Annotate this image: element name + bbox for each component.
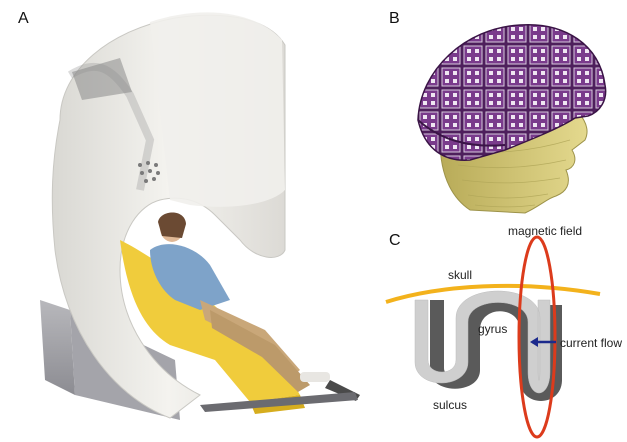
meg-scanner-illustration [40, 12, 360, 420]
gyrus-label: gyrus [478, 322, 507, 336]
sulcus-label: sulcus [433, 398, 467, 412]
skull-label: skull [448, 268, 472, 282]
sensor-helmet-illustration [418, 25, 606, 213]
magnetic-field-label: magnetic field [508, 224, 582, 238]
scanner-base [40, 300, 75, 395]
current-flow-label: current flow [560, 336, 622, 350]
